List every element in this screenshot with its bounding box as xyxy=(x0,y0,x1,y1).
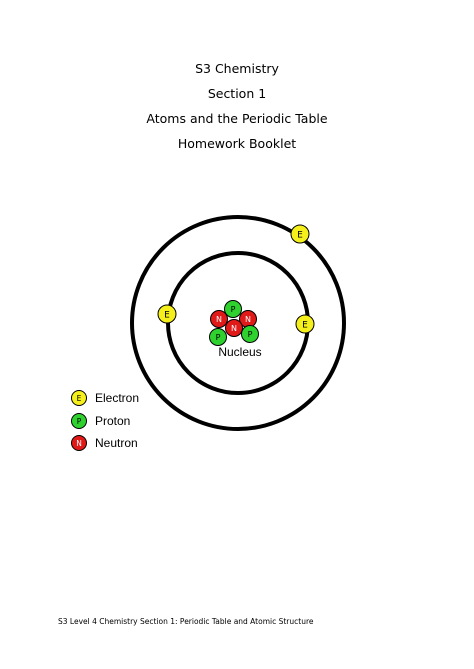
svg-text:E: E xyxy=(302,321,308,331)
svg-text:E: E xyxy=(164,311,170,321)
svg-text:P: P xyxy=(216,333,221,342)
svg-text:P: P xyxy=(248,330,253,339)
svg-text:Neutron: Neutron xyxy=(95,436,138,450)
svg-text:N: N xyxy=(216,315,222,324)
svg-text:N: N xyxy=(231,324,237,333)
atom-diagram: E E E P N N P N P xyxy=(71,215,346,451)
booklet-title: Homework Booklet xyxy=(177,136,297,151)
electron-particle: E xyxy=(157,304,177,324)
svg-text:N: N xyxy=(245,315,251,324)
svg-text:P: P xyxy=(77,417,82,426)
topic-title: Atoms and the Periodic Table xyxy=(146,111,328,126)
legend-item-neutron: N Neutron xyxy=(71,435,138,451)
outer-electron-shell xyxy=(130,215,346,431)
legend-item-proton: P Proton xyxy=(71,413,130,429)
proton-particle: P xyxy=(209,328,227,346)
section-title: Section 1 xyxy=(207,86,267,101)
svg-text:E: E xyxy=(77,394,82,403)
svg-text:P: P xyxy=(231,305,236,314)
neutron-particle: N xyxy=(225,319,243,337)
legend: E Electron P Proton N Neutron xyxy=(71,390,139,451)
svg-text:E: E xyxy=(297,231,303,241)
legend-item-electron: E Electron xyxy=(71,390,139,406)
nucleus: P N N P N P xyxy=(209,300,259,346)
electron-particle: E xyxy=(295,314,315,334)
cover-title: S3 Chemistry Section 1 Atoms and the Per… xyxy=(0,56,474,156)
page-footer: S3 Level 4 Chemistry Section 1: Periodic… xyxy=(58,617,314,626)
course-title: S3 Chemistry xyxy=(195,61,279,76)
proton-particle: P xyxy=(241,325,259,343)
svg-text:Electron: Electron xyxy=(95,391,139,405)
neutron-particle: N xyxy=(210,310,228,328)
svg-text:N: N xyxy=(76,439,82,448)
nucleus-label: Nucleus xyxy=(218,345,261,359)
proton-particle: P xyxy=(224,300,242,318)
svg-text:Proton: Proton xyxy=(95,414,130,428)
electron-particle: E xyxy=(290,224,310,244)
